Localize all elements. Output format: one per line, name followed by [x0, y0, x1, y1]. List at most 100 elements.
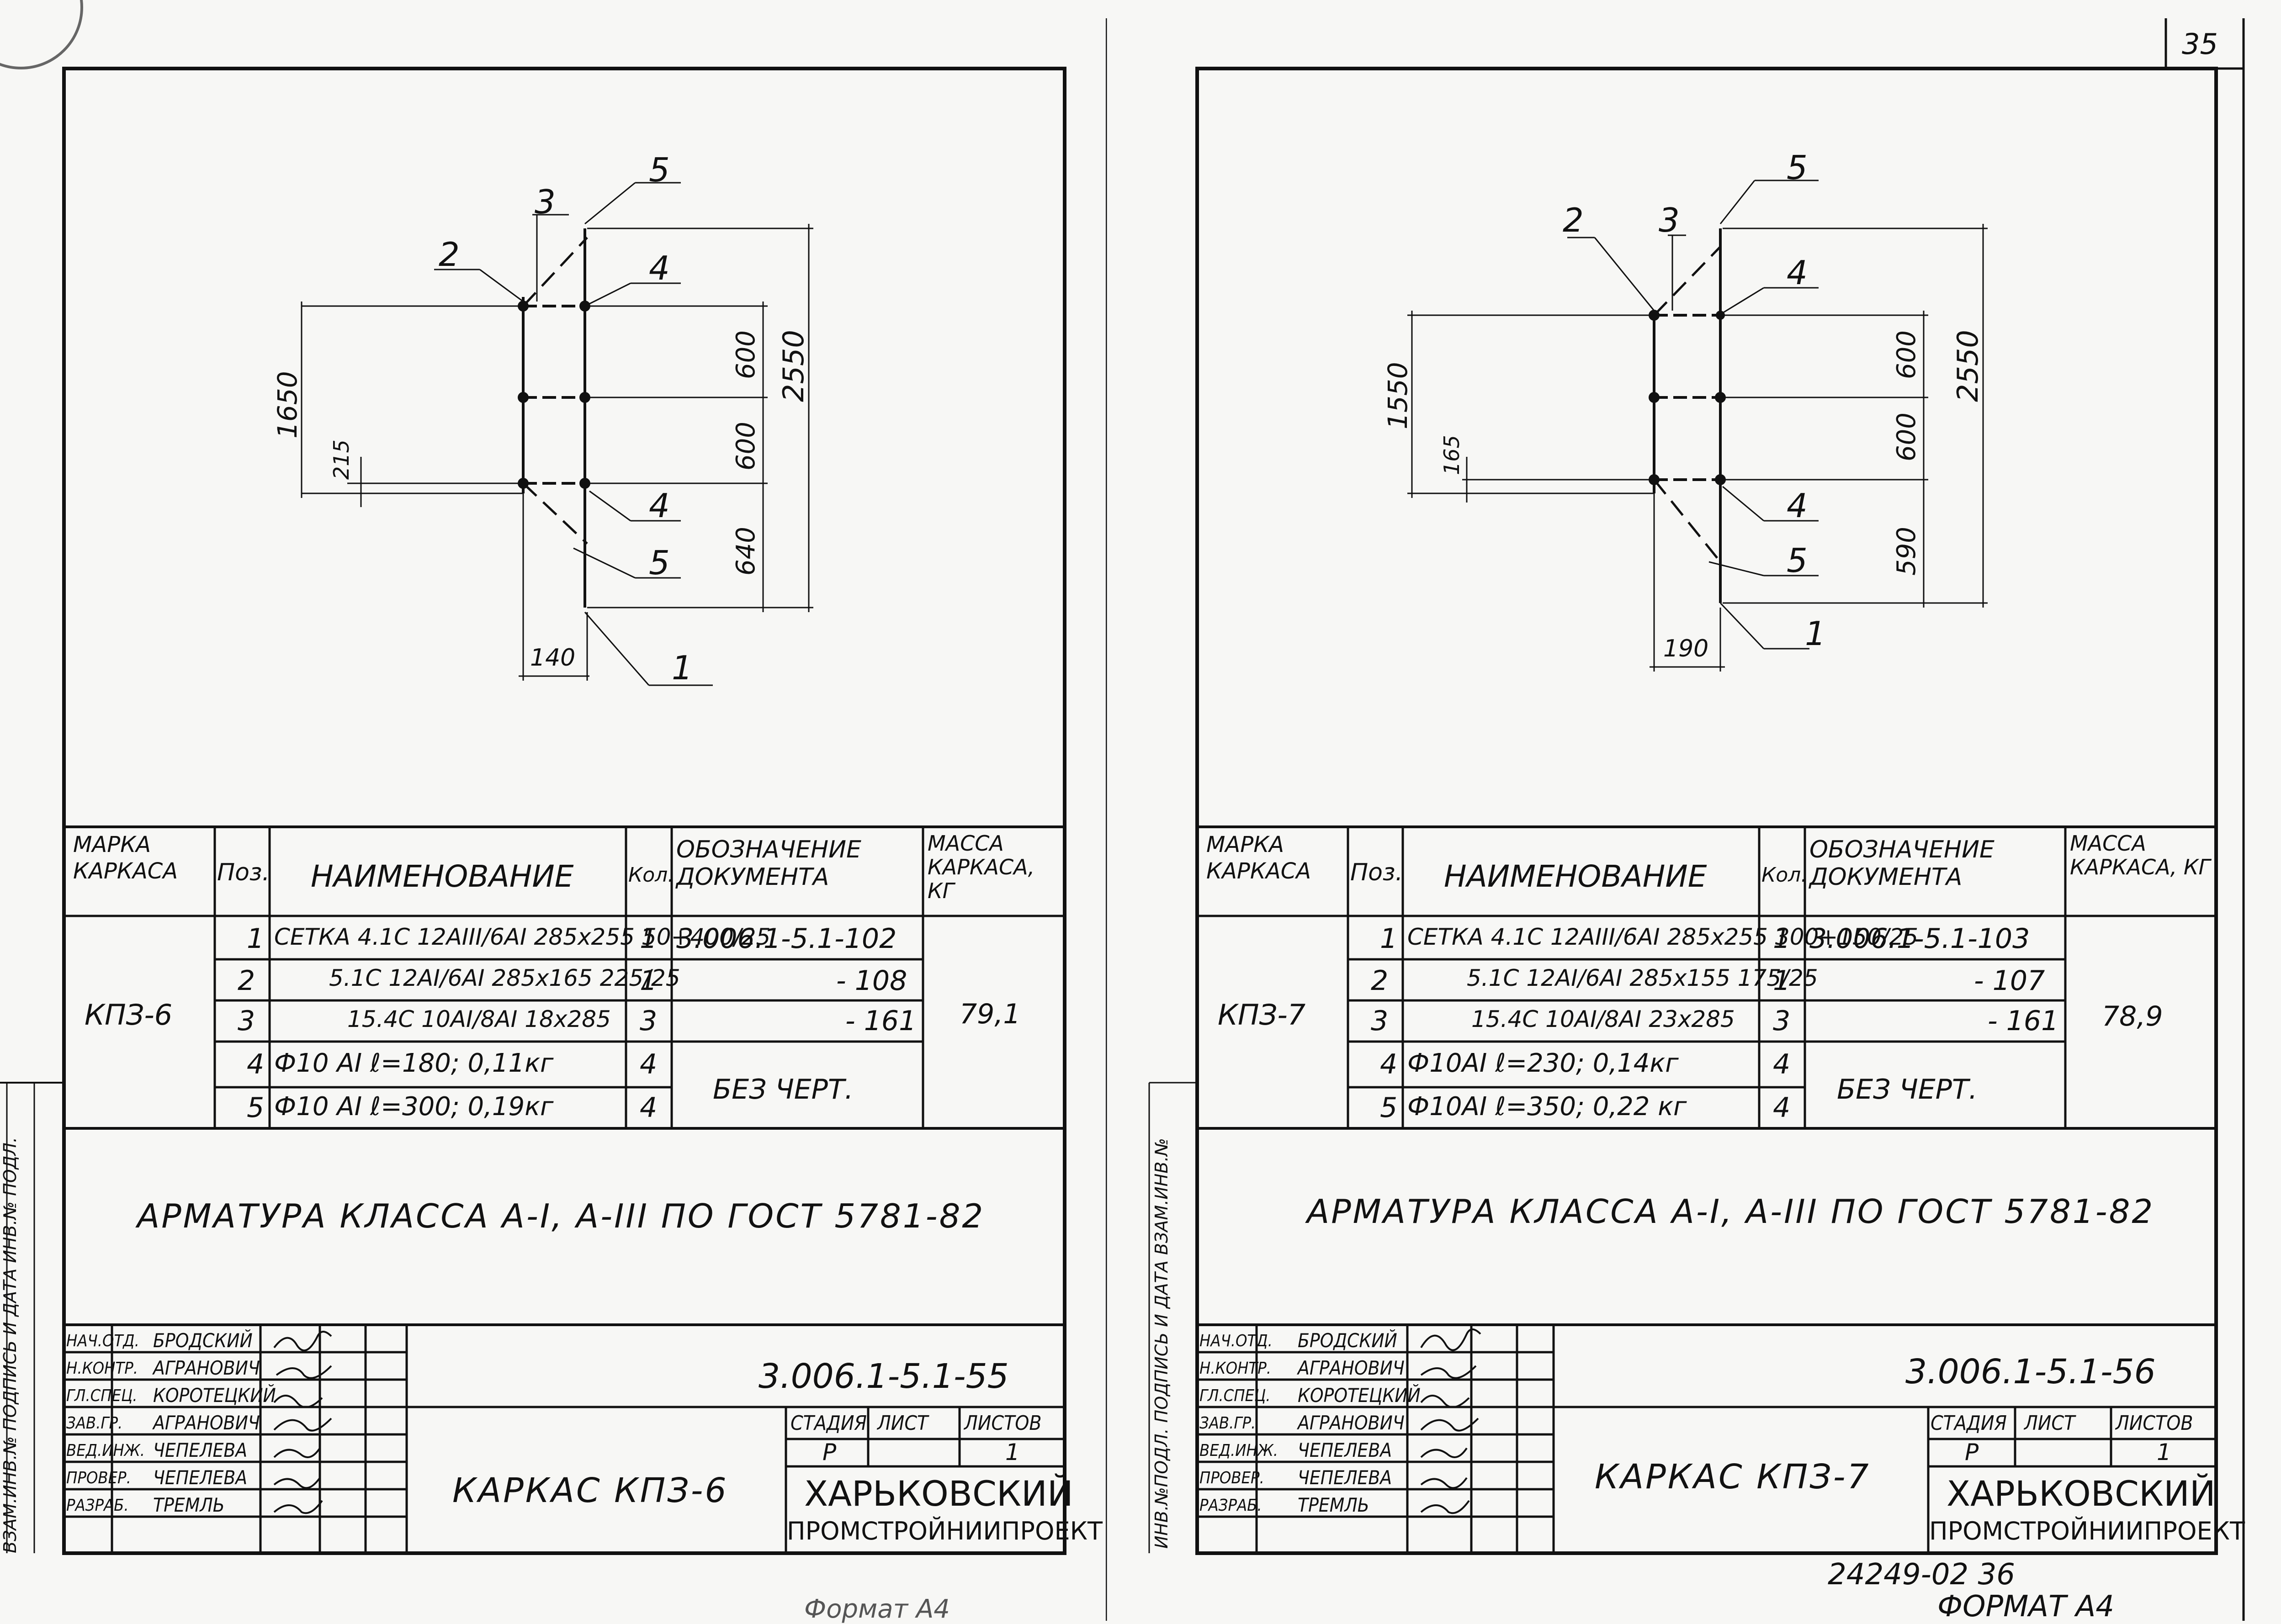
pos-label-5-bottom: 5 [1787, 541, 1808, 580]
spec-row-1-name: СЕТКА 4.1С 12АIII/6АI 285х255 300+150/25 [1407, 924, 1919, 950]
tb-stage-value: Р [822, 1439, 837, 1465]
spec-row-1-pos: 1 [1380, 923, 1398, 955]
tb-org-2: ПРОМСТРОЙНИИПРОЕКТ [1929, 1517, 2245, 1545]
tb-role-2: Н.КОНТР. [1199, 1359, 1272, 1378]
pos-label-1: 1 [1805, 614, 1826, 653]
pos-label-3: 3 [1659, 201, 1680, 239]
dim-s1: 600 [1892, 330, 1921, 379]
spec-row-4-pos: 4 [1380, 1048, 1398, 1080]
format-label-right: ФОРМАТ А4 [1937, 1590, 2114, 1624]
pos-label-4-bottom: 4 [649, 487, 670, 525]
tb-role-3: ГЛ.СПЕЦ. [1199, 1386, 1271, 1405]
spec-header-mark: МАРКА КАРКАСА [73, 832, 178, 884]
spec-row-4-name: Ф10АI ℓ=230; 0,14кг [1407, 1048, 1679, 1078]
margin-label-left: ВЗАМ.ИНВ.№ ПОДПИСЬ И ДАТА ИНВ.№ ПОДЛ. [0, 1137, 20, 1553]
tb-stage-header: СТАДИЯ [1931, 1412, 2007, 1435]
spec-doc-bez: БЕЗ ЧЕРТ. [1837, 1074, 1978, 1106]
spec-row-2-pos: 2 [1371, 965, 1389, 997]
spec-row-1-doc: 3.006.1-5.1-103 [1809, 923, 2030, 955]
tb-role-4: ЗАВ.ГР. [66, 1414, 123, 1433]
pos-label-4-bottom: 4 [1787, 487, 1808, 525]
spec-row-3-pos: 3 [238, 1005, 255, 1037]
tb-role-4: ЗАВ.ГР. [1199, 1414, 1256, 1433]
spec-row-3-pos: 3 [1371, 1005, 1389, 1037]
spec-row-1-qty: 1 [1773, 923, 1791, 955]
spec-row-5-qty: 4 [1773, 1092, 1791, 1124]
pos-label-4-top: 4 [649, 249, 670, 287]
tb-name-1: БРОДСКИЙ [1298, 1329, 1397, 1352]
dim-s3: 640 [731, 527, 761, 576]
dim-s2: 600 [731, 422, 761, 471]
tb-name-4: АГРАНОВИЧ [1298, 1412, 1405, 1434]
spec-row-5-qty: 4 [640, 1092, 658, 1124]
tb-name-1: БРОДСКИЙ [153, 1329, 253, 1352]
pos-label-5-bottom: 5 [649, 544, 670, 582]
tb-role-1: НАЧ.ОТД. [66, 1332, 139, 1350]
tb-name-5: ЧЕПЕЛЕВА [153, 1439, 248, 1461]
tb-role-7: РАЗРАБ. [66, 1496, 129, 1515]
spec-row-4-qty: 4 [640, 1048, 658, 1080]
spec-row-3-qty: 3 [640, 1005, 658, 1037]
tb-role-5: ВЕД.ИНЖ. [1199, 1441, 1278, 1460]
spec-mass: 78,9 [2102, 1000, 2163, 1032]
spec-row-5-pos: 5 [247, 1092, 265, 1124]
pos-label-2: 2 [439, 235, 460, 274]
spec-row-1-qty: 1 [640, 923, 658, 955]
spec-row-3-doc: - 161 [1988, 1005, 2059, 1037]
sheet-left: 2 3 5 4 4 5 1 2550 1650 215 600 600 640 … [0, 0, 1106, 1624]
spec-row-3-name: 15.4С 10АI/8АI 18х285 [347, 1006, 611, 1032]
note-text: АРМАТУРА КЛАССА А-I, А-III ПО ГОСТ 5781-… [1307, 1192, 2155, 1231]
tb-role-6: ПРОВЕР. [66, 1469, 131, 1487]
tb-code: 3.006.1-5.1-56 [1905, 1352, 2156, 1391]
spec-mark: КПЗ-7 [1218, 998, 1306, 1032]
tb-name-2: АГРАНОВИЧ [153, 1357, 260, 1379]
dim-upper: 1650 [272, 371, 303, 439]
spec-header-name: НАИМЕНОВАНИЕ [1444, 859, 1707, 894]
dim-s2: 600 [1892, 413, 1921, 461]
spec-row-2-name: 5.1С 12АI/6АI 285х165 225/25 [329, 965, 680, 991]
spec-header-mass: МАССА КАРКАСА, КГ [928, 831, 1035, 903]
spec-row-3-doc: - 161 [845, 1005, 917, 1037]
tb-org-1: ХАРЬКОВСКИЙ [804, 1473, 1073, 1514]
spec-row-4-qty: 4 [1773, 1048, 1791, 1080]
spec-header-qty: Кол. [1761, 863, 1808, 887]
dim-width: 140 [530, 644, 576, 672]
tb-name-6: ЧЕПЕЛЕВА [153, 1466, 248, 1489]
dim-width: 190 [1663, 635, 1709, 662]
dim-upper: 1550 [1382, 362, 1413, 429]
tb-name-3: КОРОТЕЦКИЙ [153, 1384, 276, 1407]
spec-row-2-doc: - 108 [836, 965, 907, 997]
dim-small: 165 [1439, 435, 1464, 475]
spec-doc-bez: БЕЗ ЧЕРТ. [713, 1074, 854, 1106]
tb-name-7: ТРЕМЛЬ [153, 1494, 225, 1516]
page-number: 35 [2182, 27, 2218, 61]
bottom-note: 24249-02 36 [1828, 1558, 2015, 1592]
spec-header-mass: МАССА КАРКАСА, КГ [2070, 831, 2211, 879]
sheet-right-drawing [1106, 18, 2245, 1621]
tb-stage-header: СТАДИЯ [790, 1412, 867, 1435]
spec-row-3-qty: 3 [1773, 1005, 1791, 1037]
dim-total: 2550 [1951, 330, 1984, 402]
spec-row-5-name: Ф10АI ℓ=350; 0,22 кг [1407, 1092, 1687, 1121]
spec-header-doc: ОБОЗНАЧЕНИЕ ДОКУМЕНТА [1809, 836, 1995, 891]
spec-row-3-name: 15.4С 10АI/8АI 23х285 [1471, 1006, 1735, 1032]
spec-row-2-doc: - 107 [1974, 965, 2045, 997]
spec-mass: 79,1 [960, 998, 1021, 1030]
spec-header-pos: Поз. [1350, 859, 1403, 886]
tb-name-2: АГРАНОВИЧ [1298, 1357, 1405, 1379]
tb-sheet-header: ЛИСТ [2024, 1412, 2075, 1435]
pos-label-2: 2 [1563, 201, 1584, 239]
spec-header-mark: МАРКА КАРКАСА [1206, 832, 1311, 884]
spec-row-1-doc: 3.006.1-5.1-102 [676, 923, 897, 955]
pos-label-5-top: 5 [649, 151, 670, 189]
sheet-left-drawing [0, 67, 1066, 1555]
pos-label-1: 1 [672, 649, 693, 687]
tb-role-5: ВЕД.ИНЖ. [66, 1441, 145, 1460]
spec-row-5-name: Ф10 АI ℓ=300; 0,19кг [274, 1092, 554, 1121]
spec-row-5-pos: 5 [1380, 1092, 1398, 1124]
sheet-right: 35 2 3 5 4 4 5 1 2550 1550 165 600 600 5… [1106, 0, 2281, 1624]
tb-name-3: КОРОТЕЦКИЙ [1298, 1384, 1421, 1407]
tb-org-2: ПРОМСТРОЙНИИПРОЕКТ [787, 1517, 1103, 1545]
tb-role-3: ГЛ.СПЕЦ. [66, 1386, 138, 1405]
tb-role-2: Н.КОНТР. [66, 1359, 138, 1378]
